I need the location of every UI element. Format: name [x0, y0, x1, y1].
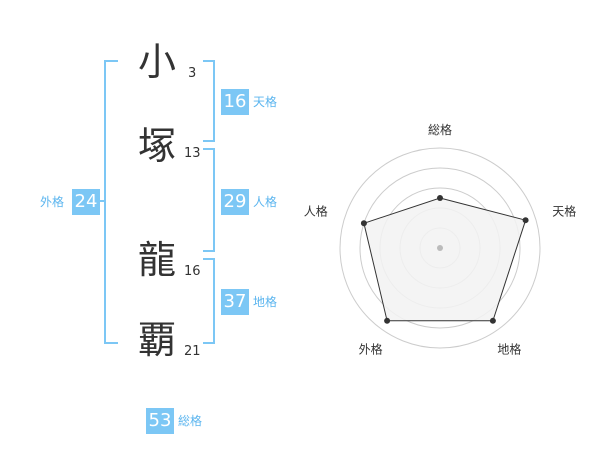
radar-point [360, 220, 367, 227]
chikaku-badge: 37 [221, 289, 249, 315]
radar-chart: 総格 天格 地格 外格 人格 [304, 122, 576, 356]
stroke-count-3: 16 [184, 264, 201, 279]
radar-label-gaikaku: 外格 [359, 341, 383, 356]
jinkaku-badge: 29 [221, 189, 249, 215]
gaikaku-bracket [104, 60, 118, 344]
name-char-1: 小 [137, 40, 176, 84]
radar-point [489, 317, 496, 324]
radar-points [360, 195, 529, 324]
gaikaku-label: 外格 [40, 195, 65, 209]
radar-label-jinkaku: 人格 [304, 204, 328, 219]
name-char-3: 龍 [137, 238, 176, 282]
stroke-count-4: 21 [184, 344, 201, 359]
name-char-2: 塚 [137, 124, 176, 168]
radar-label-chikaku: 地格 [497, 341, 521, 356]
radar-point [522, 217, 529, 224]
soukaku-badge: 53 [146, 408, 174, 434]
radar-ring [359, 167, 521, 329]
chikaku-label: 地格 [253, 295, 278, 309]
name-char-4: 覇 [137, 318, 176, 362]
tenkaku-label: 天格 [253, 95, 278, 109]
radar-point [437, 195, 443, 201]
radar-label-tenkaku: 天格 [552, 204, 576, 219]
jinkaku-label: 人格 [253, 195, 278, 209]
gaikaku-badge: 24 [72, 189, 100, 215]
radar-polygon [363, 197, 527, 322]
radar-center [437, 245, 443, 251]
soukaku-label: 総格 [178, 414, 203, 428]
chikaku-bracket [203, 258, 215, 344]
jinkaku-bracket [203, 148, 215, 252]
radar-point [384, 317, 391, 324]
stroke-count-1: 3 [188, 66, 197, 81]
radar-label-soukaku: 総格 [428, 122, 452, 137]
tenkaku-badge: 16 [221, 89, 249, 115]
radar-ring [339, 147, 541, 349]
stroke-count-2: 13 [184, 146, 201, 161]
tenkaku-bracket [203, 60, 215, 142]
